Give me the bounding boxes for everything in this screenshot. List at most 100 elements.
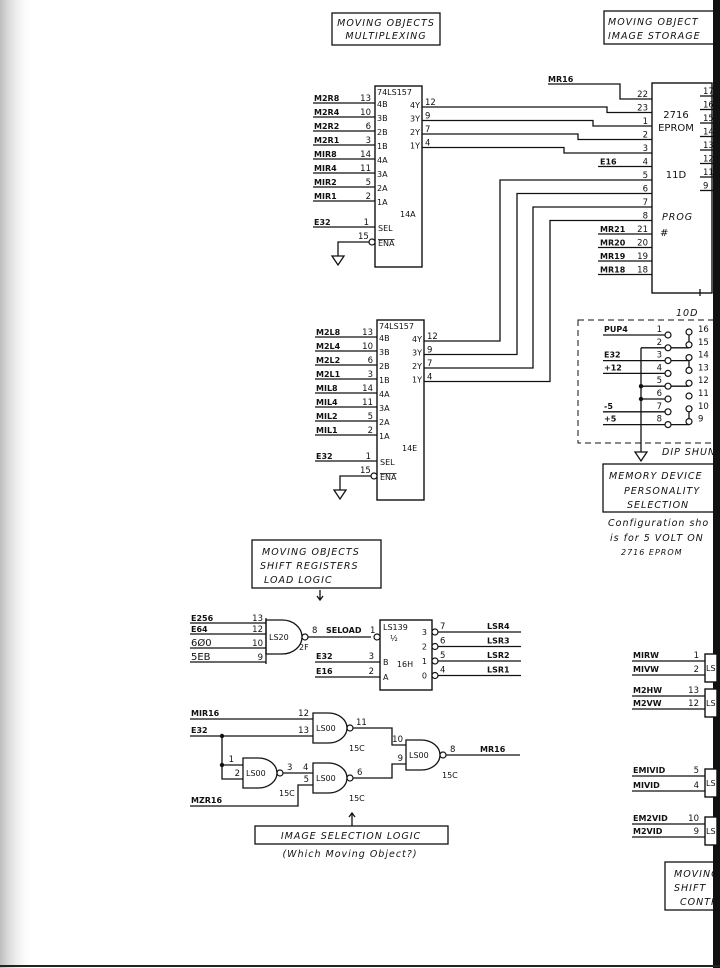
data-wire — [422, 119, 652, 127]
pin-name: 3A — [379, 404, 390, 413]
title-line: MOVING — [674, 869, 719, 880]
net-label: E32 — [604, 351, 621, 360]
pin-number: 5 — [694, 766, 699, 776]
shunt-contact — [685, 405, 693, 413]
chip-half-label: ½ — [390, 634, 398, 643]
net-label: +12 — [604, 363, 622, 372]
pin-number: 5 — [657, 376, 662, 386]
note-line: Configuration sho — [608, 518, 709, 529]
chip-ref-label: 14A — [400, 210, 416, 219]
pin-number: 10 — [360, 108, 371, 118]
pin-number: 10 — [362, 342, 373, 352]
chip-type-label: EPROM — [658, 123, 694, 134]
pin-number: 13 — [360, 94, 371, 104]
pin-number: 8 — [657, 415, 662, 425]
gate-body — [704, 653, 718, 683]
inversion-bubble — [431, 642, 439, 651]
net-label: LSR2 — [487, 651, 510, 660]
net-label: MR16 — [480, 745, 506, 754]
pin-number: 9 — [427, 346, 432, 356]
net-label: MIR2 — [314, 178, 337, 187]
pin-number: 7 — [440, 622, 445, 632]
pin-number: 1 — [366, 452, 371, 462]
wire — [353, 763, 406, 779]
pin-name: 2Y — [412, 362, 422, 371]
pin-name: 3B — [379, 348, 390, 357]
pin-number: 12 — [425, 98, 436, 108]
pin-number: 2 — [368, 426, 373, 436]
net-label: MIVW — [633, 665, 659, 674]
shunt-label: DIP SHUN — [662, 447, 716, 458]
junction-dot — [638, 396, 644, 402]
pin-number: 8 — [450, 745, 455, 755]
pin-number: 9 — [425, 112, 430, 122]
pin-number: 2 — [369, 667, 374, 677]
junction-dot — [219, 733, 225, 739]
pin-number: 1 — [694, 651, 699, 661]
chip-body — [374, 85, 423, 268]
net-label: M2HW — [633, 686, 662, 695]
gate-ref-label: 15C — [349, 744, 365, 753]
shunt-outline — [577, 319, 720, 444]
pin-number: 4 — [643, 158, 648, 168]
net-label: E64 — [191, 625, 208, 634]
pin-name: 2 — [422, 643, 427, 652]
pin-number: 14 — [362, 384, 373, 394]
shunt-contact — [664, 344, 672, 352]
gate-ref-label: 15C — [279, 789, 295, 798]
data-wire — [422, 146, 652, 154]
ena-bubble — [368, 238, 376, 246]
pin-number: 15 — [698, 338, 709, 348]
pin-number: 13 — [703, 141, 714, 151]
pin-name: 2B — [379, 362, 390, 371]
net-label: MIL1 — [316, 426, 338, 435]
inversion-bubble — [373, 633, 381, 641]
eprom-11d: 2716EPROM11DPROG#22MR16231234E16567821MR… — [548, 75, 714, 294]
chip-body — [376, 319, 425, 501]
title-line: SHIFT REGISTERS — [260, 561, 359, 572]
pin-number: 3 — [287, 763, 292, 773]
shunt-contact — [685, 418, 693, 426]
inversion-bubble — [431, 671, 439, 680]
shunt-contact — [664, 395, 672, 403]
ena-wire — [339, 475, 371, 490]
title-shift-control: MOVING SHIFT CONTRO — [664, 861, 720, 911]
pin-number: 4 — [694, 781, 699, 791]
net-label: E32 — [316, 452, 333, 461]
net-label: SELOAD — [326, 626, 362, 635]
net-label: MIL2 — [316, 412, 338, 421]
pin-number: 7 — [643, 198, 648, 208]
pin-name: 3Y — [412, 349, 422, 358]
inversion-bubble — [431, 628, 439, 636]
net-label: E256 — [191, 614, 214, 623]
pin-number: 13 — [298, 726, 309, 736]
gate-ref-label: 2F — [299, 643, 309, 652]
title-line: IMAGE SELECTION LOGIC — [281, 831, 421, 842]
prog-label: PROG — [662, 212, 693, 223]
arrow-down-icon — [316, 590, 324, 602]
pin-name: 1Y — [412, 376, 422, 385]
pin-name: SEL — [380, 458, 395, 467]
pin-name: 2Y — [410, 128, 420, 137]
pin-name: 4A — [377, 156, 388, 165]
chip-ref-label: 10D — [676, 308, 698, 319]
ground-icon — [633, 451, 649, 463]
net-label: MIR16 — [191, 709, 220, 718]
title-multiplexing: MOVING OBJECTS MULTIPLEXING — [331, 12, 441, 46]
pin-name: 1B — [377, 142, 388, 151]
net-label: M2VW — [633, 699, 662, 708]
title-line: MEMORY DEVICE — [609, 471, 703, 482]
chip-body — [651, 82, 713, 294]
pin-number: 3 — [369, 652, 374, 662]
pin-number: 3 — [368, 370, 373, 380]
pin-number: 21 — [637, 225, 648, 235]
pin-number: 15 — [703, 114, 714, 124]
pin-name: 1A — [377, 198, 388, 207]
net-label: M2R1 — [314, 136, 340, 145]
pin-name: 0 — [422, 672, 427, 681]
pin-number: 5 — [440, 651, 445, 661]
chip-part-label: 74LS157 — [379, 322, 414, 331]
net-label: +5 — [604, 415, 617, 424]
